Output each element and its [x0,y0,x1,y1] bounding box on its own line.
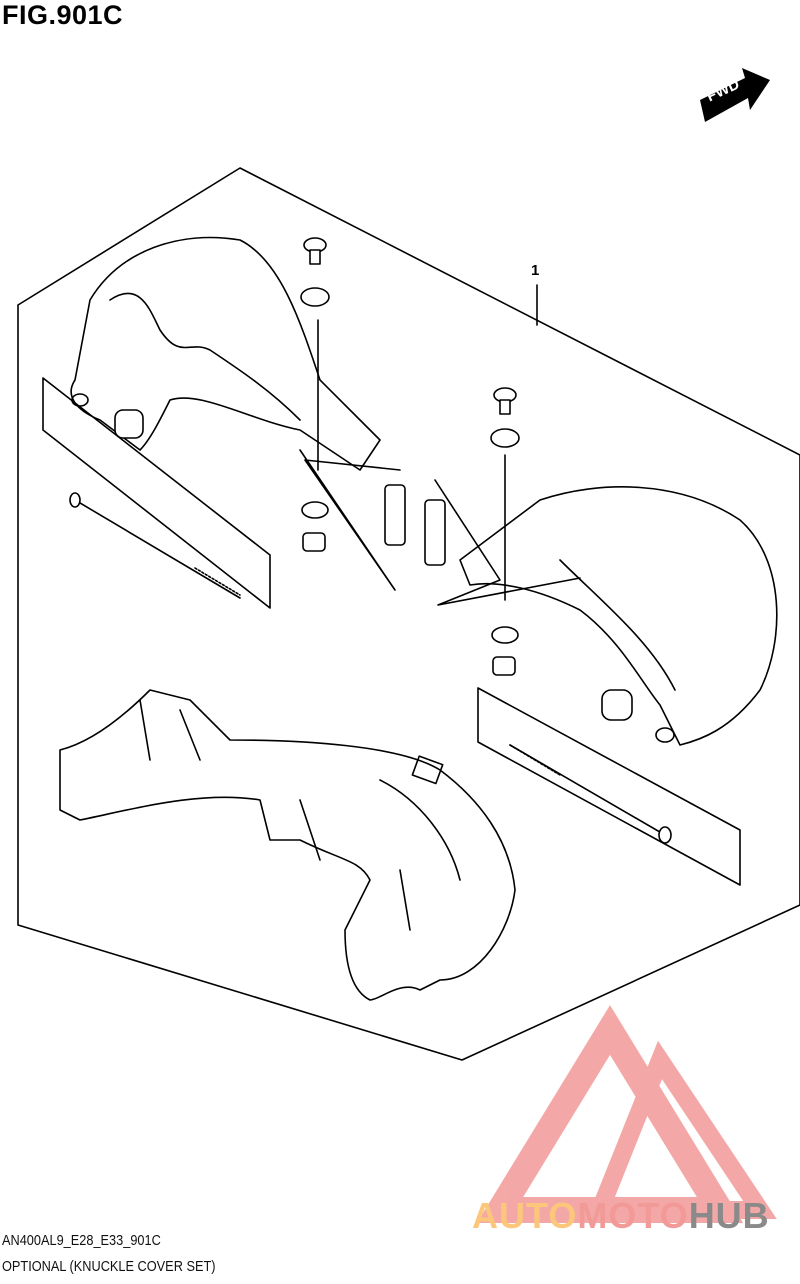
forward-direction-arrow-icon [700,68,770,122]
right-bolt-bracket-sheet [477,687,741,886]
model-code: AN400AL9_E28_E33_901C [2,1232,161,1249]
knuckle-cover [59,689,516,1001]
kit-outline-box [17,167,800,1061]
watermark-hub: HUB [688,1195,770,1236]
right-long-bolt [509,744,672,844]
left-fastener-stack [299,237,406,591]
figure-description: OPTIONAL (KNUCKLE COVER SET) [2,1258,216,1275]
part-callout-number: 1 [531,262,540,279]
figure-title: FIG.901C [2,0,124,30]
watermark-auto: AUTO [472,1195,578,1236]
watermark-moto: MOTO [577,1195,689,1236]
watermark-logo-triangle [476,1005,777,1223]
watermark-logo-text: AUTOMOTOHUB [472,1195,770,1237]
left-long-bolt [69,492,241,599]
right-hand-guard [459,486,778,746]
right-fastener-stack [424,387,581,676]
left-bolt-bracket-sheet [42,377,271,609]
